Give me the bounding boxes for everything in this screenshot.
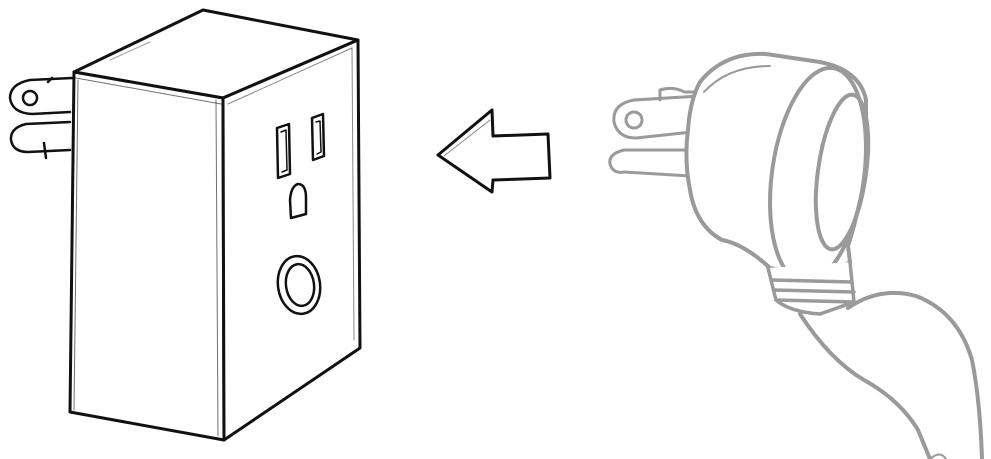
appliance-plug-head <box>686 54 878 288</box>
appliance-plug-cord <box>800 293 982 459</box>
appliance-plug <box>610 54 982 459</box>
appliance-plug-collar <box>768 262 854 314</box>
smart-plug-body <box>70 10 360 440</box>
smart-plug-prongs <box>10 78 72 158</box>
smart-plug <box>10 10 360 440</box>
insert-arrow-icon <box>438 110 550 192</box>
